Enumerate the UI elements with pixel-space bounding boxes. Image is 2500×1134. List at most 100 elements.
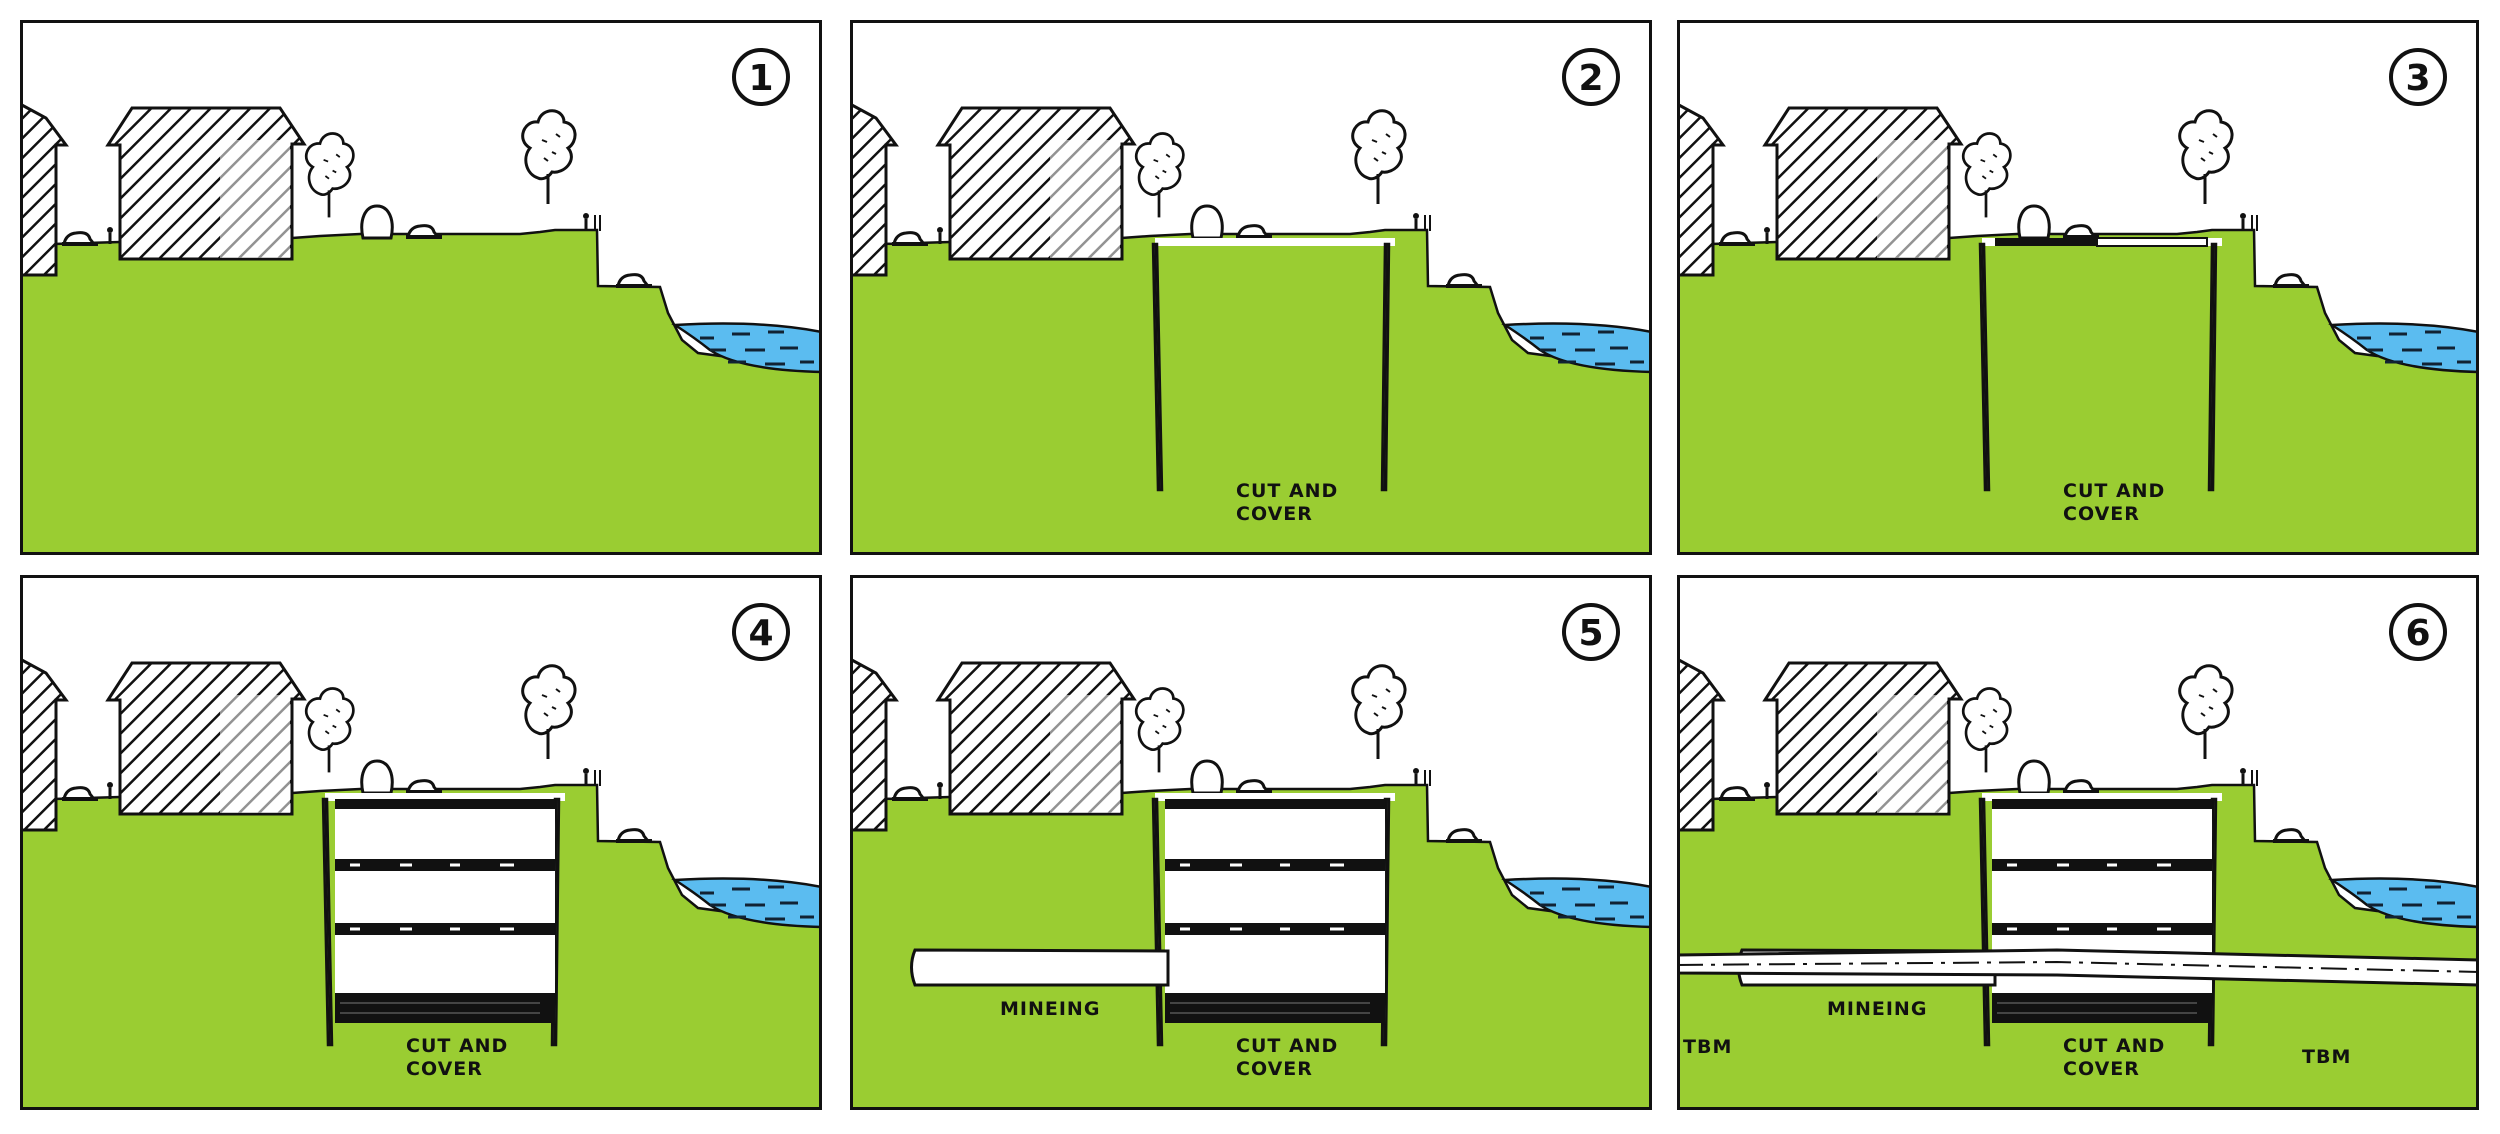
base-slab	[1165, 993, 1385, 1023]
water-ripples	[2357, 885, 2471, 921]
panel-number-circle	[1562, 48, 1620, 106]
wall-edge	[324, 798, 331, 1046]
tree-crown	[2178, 109, 2234, 181]
dome-object	[360, 204, 394, 240]
tree-texture	[541, 688, 561, 717]
mined-tunnel	[910, 948, 1170, 987]
car	[1719, 786, 1755, 801]
tree-crown	[304, 687, 355, 752]
car	[406, 224, 442, 239]
tree-texture	[1153, 708, 1171, 735]
panel-1: 1	[20, 20, 822, 555]
person	[2240, 213, 2246, 219]
person	[107, 227, 113, 233]
water-ripples	[1530, 885, 1644, 921]
panel-1-scene: 1	[20, 20, 822, 555]
water	[1501, 877, 1652, 929]
tree-texture	[1371, 688, 1391, 717]
tree	[1351, 664, 1407, 759]
panel-number: 5	[1578, 613, 1603, 654]
tree-texture	[323, 153, 341, 180]
label-cut-line: CUT AND	[406, 1035, 508, 1057]
panel-number-circle	[732, 603, 790, 661]
panel-frame	[850, 20, 1652, 555]
panel-number: 1	[748, 58, 773, 99]
dome-object	[2017, 759, 2051, 795]
tree-crown	[521, 109, 577, 181]
tree-crown	[1134, 132, 1185, 197]
building-left	[850, 657, 899, 832]
building-left	[20, 657, 69, 832]
roof-slab	[1995, 238, 2097, 246]
tree	[2178, 109, 2234, 204]
slab-1	[1992, 859, 2212, 871]
tree-texture	[1153, 153, 1171, 180]
tree-texture	[1371, 133, 1391, 162]
building-highlight	[1050, 695, 1120, 813]
car	[1719, 231, 1755, 246]
water-ripples	[2357, 330, 2471, 366]
base-slab-texture	[1997, 1002, 2197, 1014]
label-cut-line: CUT AND	[2063, 1035, 2165, 1057]
tree	[1351, 109, 1407, 204]
building-highlight	[1050, 140, 1120, 258]
tree-crown	[1351, 664, 1407, 736]
slab-2	[1992, 923, 2212, 935]
wall-edge	[1154, 243, 1161, 491]
water	[2328, 877, 2479, 929]
panel-number: 3	[2405, 58, 2430, 99]
tree-crown	[1961, 687, 2012, 752]
roof-slab-outline	[2096, 237, 2208, 247]
person	[1413, 213, 1419, 219]
label-cut-line: COVER	[2063, 503, 2140, 525]
car	[2063, 224, 2099, 239]
person	[583, 213, 589, 219]
tbm-tunnel	[1677, 948, 2479, 987]
tree-crown	[304, 132, 355, 197]
slab-roof	[1992, 799, 2212, 809]
tree	[1961, 687, 2012, 773]
label-cut-line: COVER	[1236, 1058, 1313, 1080]
dome-object	[1190, 204, 1224, 240]
tree-texture	[1980, 708, 1998, 735]
tree-texture	[2198, 688, 2218, 717]
car	[62, 786, 98, 801]
panel-number: 4	[748, 613, 773, 654]
dome-object	[2017, 204, 2051, 240]
label-tbm-right: TBM	[2302, 1046, 2351, 1068]
panel-number-circle	[2389, 48, 2447, 106]
panel-frame	[1677, 575, 2479, 1110]
person	[1413, 768, 1419, 774]
wall-edge	[1154, 798, 1161, 1046]
car	[892, 786, 928, 801]
tree-crown	[521, 664, 577, 736]
person	[107, 782, 113, 788]
person	[937, 227, 943, 233]
tree-texture	[323, 708, 341, 735]
car	[1446, 828, 1482, 843]
slab-1	[335, 859, 555, 871]
person	[1764, 782, 1770, 788]
water-ripples	[700, 885, 814, 921]
tree-crown	[1961, 132, 2012, 197]
building-highlight	[220, 140, 290, 258]
station-box	[335, 801, 555, 1005]
car	[406, 779, 442, 794]
station-box	[1165, 801, 1385, 1005]
building-left	[850, 102, 899, 277]
slab-roof	[335, 799, 555, 809]
base-slab	[335, 993, 555, 1023]
label-cut-line: COVER	[1236, 503, 1313, 525]
tree	[2178, 664, 2234, 759]
building-highlight	[220, 695, 290, 813]
tree-crown	[2178, 664, 2234, 736]
panel-number: 6	[2405, 613, 2430, 654]
car	[2063, 779, 2099, 794]
